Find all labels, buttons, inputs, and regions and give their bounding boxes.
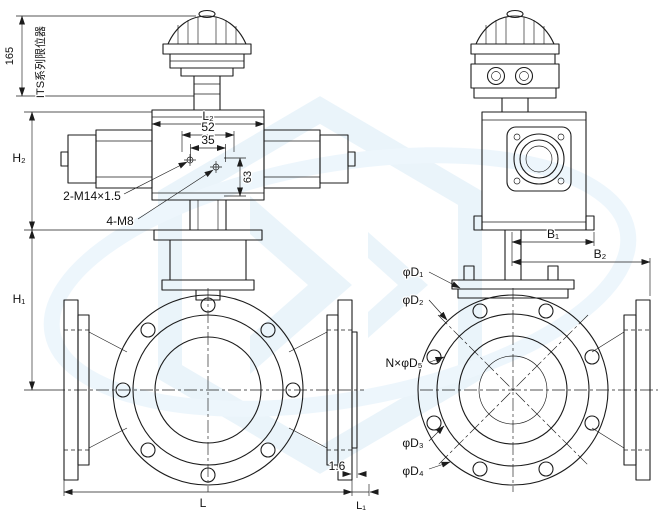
front-view-dimensions: 165 ITS系列限位器 H₂ H₁ L₂ 52 35 63 2-M14×1.5 [3, 15, 379, 513]
dim-63-label: 63 [242, 171, 254, 183]
indicator-window-flange [506, 126, 572, 192]
side-view: B₁ B₂ φD₁ φD₂ N×φD₅ φD₃ φD₄ [384, 9, 658, 492]
limit-switch-side [470, 9, 560, 113]
callout-phid3-label: φD₃ [402, 436, 423, 450]
limit-switch-label: ITS系列限位器 [33, 26, 47, 98]
callout-phid4-label: φD₄ [402, 464, 423, 478]
conduit-entry-right [514, 66, 534, 86]
valve-body-side [417, 288, 658, 492]
pipe-flange-side [591, 299, 651, 481]
mounting-hole-marks [184, 154, 222, 173]
mounting-bracket-front [153, 199, 263, 301]
brand-watermark [43, 96, 637, 474]
side-view-dimensions: B₁ B₂ φD₁ φD₂ N×φD₅ φD₃ φD₄ [384, 226, 651, 479]
dim-b2-label: B₂ [594, 247, 607, 261]
front-view: 165 ITS系列限位器 H₂ H₁ L₂ 52 35 63 2-M14×1.5 [3, 9, 379, 513]
dim-b1-label: B₁ [547, 227, 559, 241]
dim-h2-label: H₂ [12, 151, 26, 165]
dim-l2-label: L₂ [202, 109, 214, 123]
limit-switch-front [162, 9, 252, 111]
dim-16-label: 1.6 [329, 459, 346, 473]
dim-l1-label: L₁ [356, 500, 366, 512]
callout-2m14-label: 2-M14×1.5 [63, 189, 121, 203]
pipe-flange-left [63, 299, 128, 481]
callout-phid2-label: φD₂ [402, 293, 423, 307]
callout-4m8-label: 4-M8 [106, 214, 134, 228]
dim-52-label: 52 [201, 120, 215, 134]
valve-body-front [52, 288, 364, 492]
pipe-flange-right [288, 299, 358, 481]
dim-35-label: 35 [201, 133, 215, 147]
indicator-window [513, 133, 565, 185]
callout-phid1-label: φD₁ [403, 265, 424, 279]
dim-h1-label: H₁ [13, 292, 26, 306]
cylinder-end-cap-left [67, 134, 97, 184]
bolt-holes-side [426, 303, 600, 477]
conduit-entry-left [486, 66, 506, 86]
watermark-chevron-small [368, 232, 428, 338]
actuator-side [473, 111, 595, 231]
watermark-chevron-large [250, 196, 352, 374]
callout-nphid5-label: N×φD₅ [386, 356, 423, 370]
dim-l-label: L [200, 496, 207, 510]
dim-165-label: 165 [4, 47, 16, 65]
